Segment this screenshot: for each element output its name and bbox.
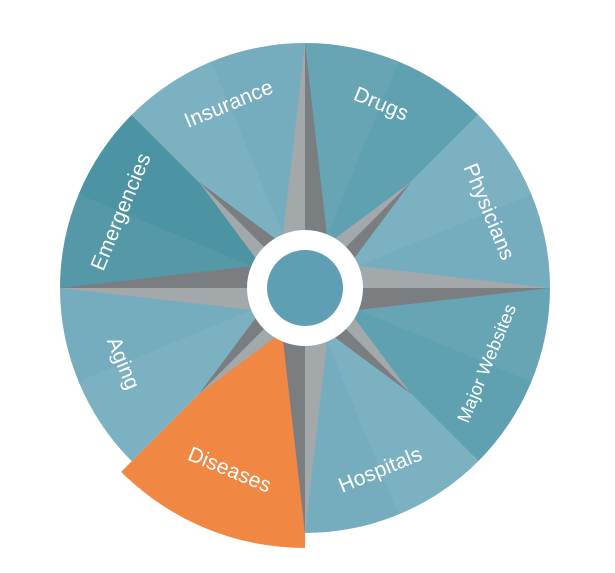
- segment-facet-drugs: [305, 43, 399, 288]
- segment-major-websites[interactable]: [305, 288, 550, 462]
- wheel-segments: [59, 42, 550, 549]
- star-point-dark: [305, 288, 550, 316]
- segment-aging[interactable]: [60, 288, 305, 462]
- segment-physicians[interactable]: [305, 114, 550, 288]
- hub-center-button[interactable]: [267, 250, 343, 326]
- star-point-light: [60, 288, 305, 316]
- star-point-dark: [60, 260, 305, 288]
- segment-diseases[interactable]: [121, 288, 306, 549]
- segment-insurance[interactable]: [131, 42, 305, 288]
- wheel-hub: [247, 230, 363, 346]
- segment-drugs[interactable]: [305, 43, 479, 288]
- star-point-light: [305, 260, 550, 288]
- star-point-light: [305, 288, 333, 533]
- segment-facet-major-websites: [305, 288, 550, 382]
- segment-facet-emergencies: [59, 194, 305, 288]
- star-point-light: [277, 43, 305, 288]
- segment-emergencies[interactable]: [60, 114, 305, 288]
- star-point-dark: [277, 288, 305, 533]
- star-point-dark: [305, 43, 333, 288]
- segment-hospitals[interactable]: [305, 288, 479, 533]
